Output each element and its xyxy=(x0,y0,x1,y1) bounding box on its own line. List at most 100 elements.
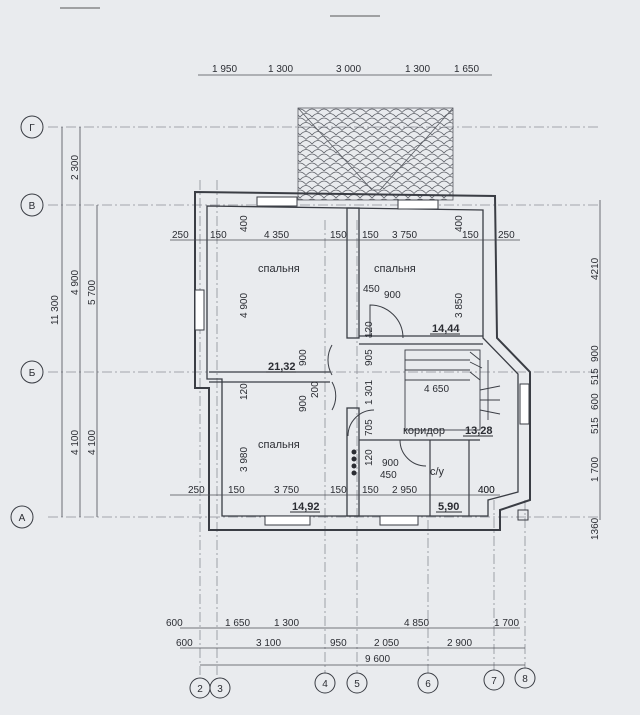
dims-right: 4210 900 515 600 515 1 700 1360 xyxy=(590,257,601,540)
dim-label: 1 300 xyxy=(274,618,299,629)
dim-label: 600 xyxy=(176,638,193,649)
room-area: 5,90 xyxy=(438,501,459,513)
room-name: коридор xyxy=(403,425,445,437)
dim-label: 3 750 xyxy=(392,230,417,241)
dim-label: 1 300 xyxy=(268,64,293,75)
dim-label: 2 300 xyxy=(70,155,81,180)
window xyxy=(194,289,205,331)
door-swing xyxy=(331,381,337,411)
axis-label-col: 8 xyxy=(522,674,528,685)
porch-roof-ridges xyxy=(297,107,454,191)
dim-label: 150 xyxy=(228,485,245,496)
dim-label: 3 980 xyxy=(239,447,250,472)
column-marker xyxy=(517,509,529,521)
partition-upper xyxy=(346,207,360,339)
axis-label-col: 7 xyxy=(491,676,497,687)
axis-label-row: В xyxy=(29,201,36,212)
window xyxy=(264,515,311,526)
dim-label: 200 xyxy=(310,381,321,398)
partition-lower xyxy=(346,407,360,517)
dim-label: 3 850 xyxy=(454,293,465,318)
axis-bubble xyxy=(20,193,44,217)
dim-label: 1 700 xyxy=(590,457,601,482)
room-area: 14,44 xyxy=(432,323,460,335)
dim-label: 450 xyxy=(380,470,397,481)
outer-wall-inner-face xyxy=(206,205,519,517)
axis-bubble xyxy=(20,115,44,139)
dim-label: 400 xyxy=(454,215,465,232)
staircase xyxy=(404,349,501,431)
dim-label: 9 600 xyxy=(365,654,390,665)
window xyxy=(397,199,439,210)
door-swing xyxy=(327,344,333,376)
dim-label: 600 xyxy=(590,393,601,410)
dim-label: 250 xyxy=(498,230,515,241)
dim-label: 515 xyxy=(590,417,601,434)
window xyxy=(256,196,298,207)
dim-label: 3 000 xyxy=(336,64,361,75)
room-name: спальня xyxy=(258,263,300,275)
dim-label: 1360 xyxy=(590,517,601,540)
dim-label: 900 xyxy=(298,395,309,412)
dim-label: 1 300 xyxy=(405,64,430,75)
row-axis-bubbles: Г В Б А xyxy=(10,115,44,529)
dim-label: 11 300 xyxy=(50,295,61,325)
dim-label: 4 350 xyxy=(264,230,289,241)
axis-label-col: 6 xyxy=(425,679,431,690)
dim-label: 600 xyxy=(166,618,183,629)
axis-label-col: 3 xyxy=(217,684,223,695)
axis-label-col: 2 xyxy=(197,684,203,695)
dim-label: 120 xyxy=(364,321,375,338)
dim-label: 900 xyxy=(384,290,401,301)
dim-label: 2 900 xyxy=(447,638,472,649)
room-area: 14,92 xyxy=(292,501,320,513)
room-area: 13,28 xyxy=(465,425,493,437)
outer-wall xyxy=(194,190,531,531)
dim-label: 150 xyxy=(462,230,479,241)
dim-label: 2 050 xyxy=(374,638,399,649)
dimension-lines xyxy=(61,74,601,666)
dim-label: 150 xyxy=(362,485,379,496)
dim-label: 4 900 xyxy=(239,293,250,318)
dim-label: 2 950 xyxy=(392,485,417,496)
dim-label: 5 700 xyxy=(87,280,98,305)
ventilation-ducts xyxy=(351,449,357,476)
dim-label: 1 650 xyxy=(454,64,479,75)
dim-label: 4 100 xyxy=(87,430,98,455)
dim-label: 515 xyxy=(590,368,601,385)
dim-label: 120 xyxy=(239,383,250,400)
doors xyxy=(327,304,427,467)
dim-label: 705 xyxy=(364,419,375,436)
dim-label: 150 xyxy=(362,230,379,241)
dim-label: 400 xyxy=(239,215,250,232)
axis-label-row: А xyxy=(19,513,26,524)
dim-label: 250 xyxy=(188,485,205,496)
dim-label: 900 xyxy=(590,345,601,362)
door-swing xyxy=(369,304,404,339)
window xyxy=(519,383,530,425)
dim-label: 150 xyxy=(330,230,347,241)
dim-label: 400 xyxy=(478,485,495,496)
dim-label: 905 xyxy=(364,349,375,366)
dim-label: 1 700 xyxy=(494,618,519,629)
dim-label: 120 xyxy=(364,449,375,466)
axis-label-col: 5 xyxy=(354,679,360,690)
room-labels: спальня 21,32 спальня 14,44 спальня 14,9… xyxy=(258,263,493,513)
dims-left: 11 300 2 300 4 900 5 700 4 100 4 100 xyxy=(50,155,98,455)
room-area: 21,32 xyxy=(268,361,296,373)
door-swing xyxy=(399,439,427,467)
dims-row-upper: 250 150 4 350 150 150 3 750 150 250 xyxy=(172,230,515,241)
axis-bubble xyxy=(10,505,34,529)
dim-label: 1 301 xyxy=(364,380,375,405)
window xyxy=(379,515,419,526)
dim-label: 150 xyxy=(210,230,227,241)
dim-label: 900 xyxy=(382,458,399,469)
dims-row-lower: 250 150 3 750 150 150 2 950 400 xyxy=(188,485,495,496)
walls xyxy=(194,190,531,531)
dim-label: 150 xyxy=(330,485,347,496)
dim-label: 4 850 xyxy=(404,618,429,629)
col-axis-bubbles: 2 3 4 5 6 7 8 xyxy=(189,667,536,699)
room-name: с/у xyxy=(430,466,445,478)
door-swing xyxy=(347,409,375,437)
